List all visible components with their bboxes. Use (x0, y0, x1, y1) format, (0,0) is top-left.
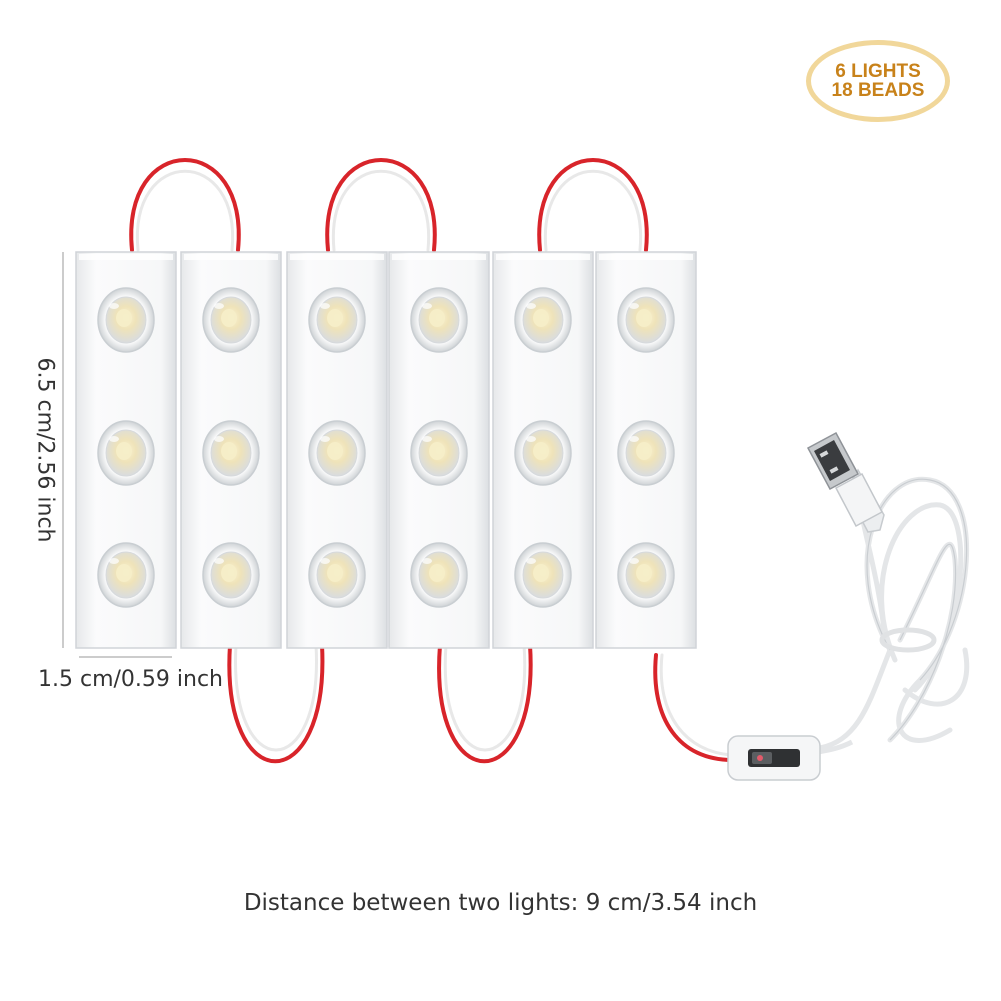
badge-line-1: 6 LIGHTS (835, 61, 921, 82)
wire-loop-bottom-2 (437, 643, 533, 763)
led-bead (308, 287, 366, 353)
led-bead (202, 420, 260, 486)
led-bead (97, 420, 155, 486)
top-wires (129, 158, 649, 252)
wire-to-switch (653, 653, 734, 762)
led-bead (410, 287, 468, 353)
led-bead (617, 287, 675, 353)
wire-loop-top-1 (129, 158, 241, 252)
led-bead (410, 420, 468, 486)
led-bead (308, 542, 366, 608)
led-bead (410, 542, 468, 608)
led-bead (514, 287, 572, 353)
led-bead (514, 420, 572, 486)
led-module (180, 251, 282, 649)
usb-cable (817, 476, 970, 751)
led-module (75, 251, 177, 649)
usb-plug (806, 431, 885, 533)
wire-loop-top-2 (325, 158, 437, 252)
led-bead (202, 287, 260, 353)
wire-loop-bottom-1 (227, 643, 325, 763)
led-module (492, 251, 594, 649)
cable-tie (879, 627, 937, 653)
led-bead (514, 542, 572, 608)
led-bead (617, 542, 675, 608)
led-bead (617, 420, 675, 486)
led-bead (97, 287, 155, 353)
bottom-wires (227, 643, 734, 763)
wire-loop-top-3 (537, 158, 649, 252)
led-module (388, 251, 490, 649)
led-module (595, 251, 697, 649)
led-module (286, 251, 388, 649)
inline-switch (727, 735, 854, 781)
led-modules (75, 251, 697, 649)
lights-beads-badge: 6 LIGHTS 18 BEADS (806, 40, 950, 122)
distance-caption: Distance between two lights: 9 cm/3.54 i… (243, 890, 758, 916)
width-label: 1.5 cm/0.59 inch (38, 667, 223, 692)
height-label-text: 6.5 cm/2.56 inch (32, 357, 58, 543)
badge-line-2: 18 BEADS (831, 80, 925, 101)
led-bead (97, 542, 155, 608)
led-bead (202, 542, 260, 608)
led-bead (308, 420, 366, 486)
